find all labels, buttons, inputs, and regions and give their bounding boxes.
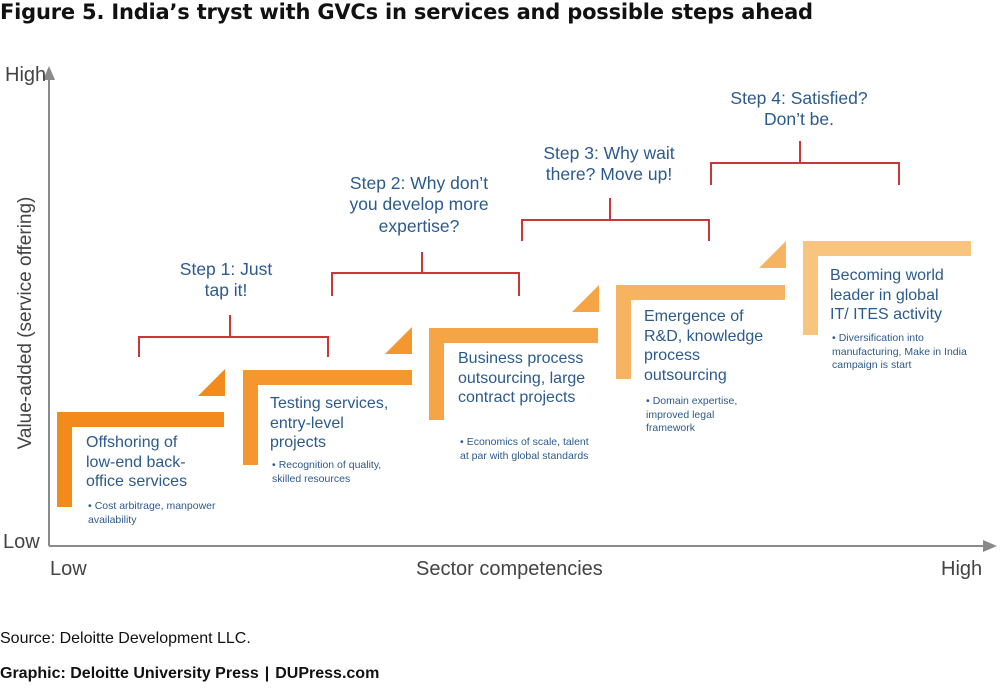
stage-block-5 — [803, 241, 971, 335]
x-axis-arrow-icon — [983, 540, 997, 552]
x-axis-low-label: Low — [50, 558, 87, 580]
step-bracket-4 — [710, 141, 900, 185]
y-axis-title: Value-added (service offering) — [15, 196, 36, 450]
step-bracket-1 — [138, 315, 329, 357]
credit-separator: | — [264, 665, 270, 682]
graphic-credit: Graphic: Deloitte University Press | DUPre… — [0, 665, 379, 683]
step-label-4: Step 4: Satisfied? Don’t be. — [730, 88, 868, 130]
figure-title: Figure 5. India’s tryst with GVCs in ser… — [0, 0, 813, 24]
site-link: DUPress.com — [275, 665, 380, 682]
y-axis-high-label: High — [5, 64, 47, 86]
x-axis-title: Sector competencies — [416, 558, 603, 580]
stage-block-1 — [57, 369, 225, 507]
stage-bullet-2: •Recognition of quality, skilled resourc… — [272, 459, 382, 485]
step-label-1: Step 1: Just tap it! — [179, 259, 273, 301]
step-label-3: Step 3: Why wait there? Move up! — [543, 143, 675, 185]
step-label-2: Step 2: Why don’t you develop more exper… — [349, 173, 489, 236]
source-note: Source: Deloitte Development LLC. — [0, 630, 251, 647]
stage-label-4: Emergence of R&D, knowledge process outs… — [644, 308, 764, 384]
stage-block-2 — [243, 327, 412, 465]
stage-block-4 — [616, 241, 786, 379]
y-axis-low-label: Low — [3, 531, 40, 553]
stage-bullet-1: •Cost arbitrage, manpower availability — [88, 500, 216, 526]
step-bracket-3 — [521, 198, 710, 241]
y-axis-arrow-icon — [43, 66, 55, 80]
graphic-credit-text: Graphic: Deloitte University Press — [0, 665, 259, 682]
stage-bullet-4: •Domain expertise, improved legal framew… — [646, 395, 738, 435]
stage-label-1: Offshoring of low-end back-office servic… — [86, 434, 188, 491]
x-axis-high-label: High — [941, 558, 983, 580]
stage-bullet-5: •Diversification into manufacturing, Mak… — [832, 332, 967, 372]
stage-label-2: Testing services, entry-level projects — [270, 395, 389, 452]
stage-label-5: Becoming world leader in global IT/ ITES… — [830, 267, 944, 324]
stage-label-3: Business process outsourcing, large cont… — [458, 350, 586, 407]
stage-block-3 — [429, 285, 599, 420]
step-bracket-2 — [331, 252, 520, 296]
stage-bullet-3: •Economics of scale, talent at par with … — [460, 436, 589, 462]
